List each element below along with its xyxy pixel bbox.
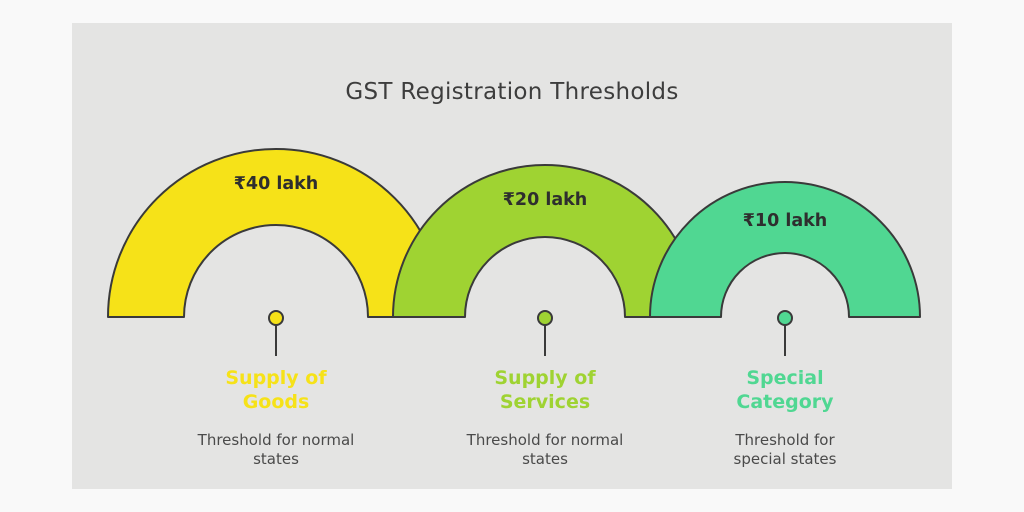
gauge-column-goods: Supply of Goods Threshold for normal sta… [161,366,391,469]
page-title: GST Registration Thresholds [345,79,679,105]
gauge-value-services: ₹20 lakh [502,190,588,210]
gauge-desc-line2: special states [733,450,837,468]
pin-circle [537,310,553,326]
gauge-desc-line2: states [522,450,568,468]
gauge-desc-line1: Threshold for [735,431,835,449]
pin-circle [268,310,284,326]
gauge-name-line2: Goods [242,391,310,413]
pin-circle [777,310,793,326]
gauge-name-line2: Services [499,391,591,413]
gauge-name-line1: Special [746,367,824,389]
gauge-desc-services: Threshold for normal states [430,431,660,469]
gauge-name-special: Special Category [670,366,900,414]
gauge-name-line1: Supply of [225,367,327,389]
gauge-arc [649,181,921,318]
gauge-desc-special: Threshold for special states [670,431,900,469]
gauge-name-line1: Supply of [494,367,596,389]
gauge-value-special: ₹10 lakh [742,211,828,231]
gauge-name-goods: Supply of Goods [161,366,391,414]
gauge-desc-line1: Threshold for normal [197,431,355,449]
gauge-name-line2: Category [736,391,834,413]
gauge-desc-line2: states [253,450,299,468]
gauge-desc-line1: Threshold for normal [466,431,624,449]
gauge-name-services: Supply of Services [430,366,660,414]
gauge-column-services: Supply of Services Threshold for normal … [430,366,660,469]
gauge-desc-goods: Threshold for normal states [161,431,391,469]
gauge-value-goods: ₹40 lakh [233,174,319,194]
gauge-column-special: Special Category Threshold for special s… [670,366,900,469]
